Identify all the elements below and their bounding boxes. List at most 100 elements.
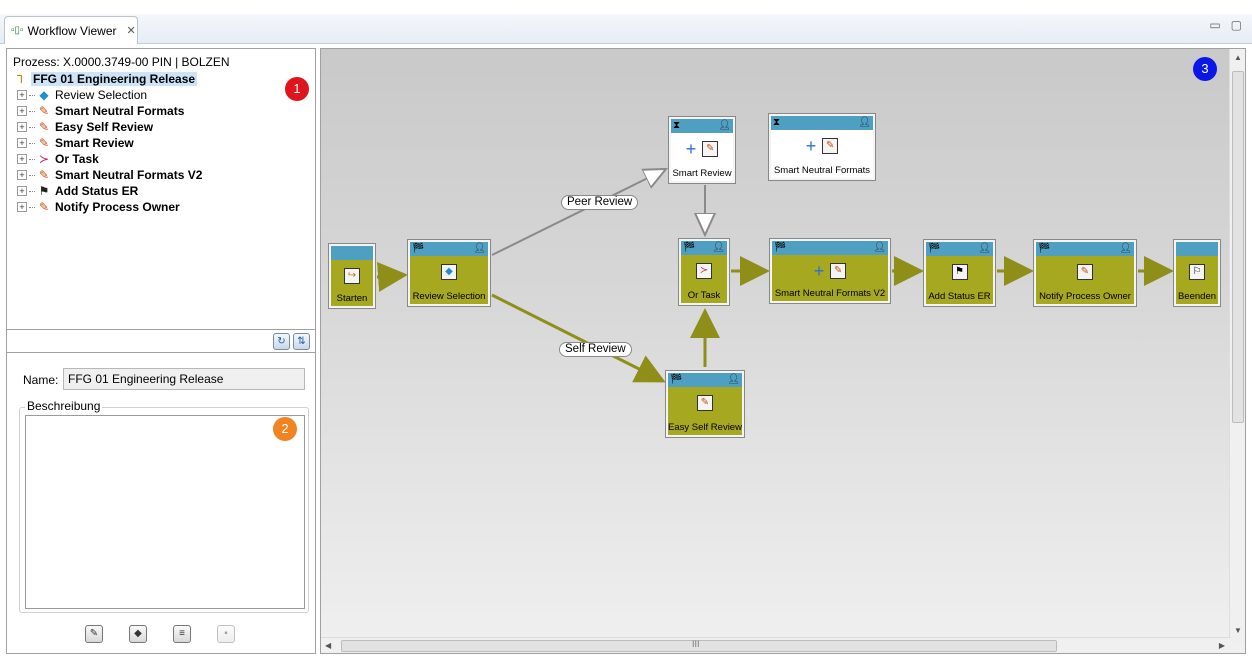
tree-item[interactable]: +≻Or Task <box>13 151 313 167</box>
workflow-canvas[interactable]: Peer Review Self Review ↪ Starten 🏁︎👤︎ ◆… <box>320 48 1246 654</box>
user-icon: 👤︎ <box>978 243 991 254</box>
vertical-scrollbar[interactable]: ▲ ▼ <box>1229 49 1245 639</box>
tree-root[interactable]: ⅂ FFG 01 Engineering Release <box>13 71 313 87</box>
expand-icon[interactable]: + <box>17 154 27 164</box>
name-field[interactable]: FFG 01 Engineering Release <box>63 368 305 390</box>
tree-item[interactable]: +✎Notify Process Owner <box>13 199 313 215</box>
flag-icon: 🏁︎ <box>412 243 425 254</box>
scroll-down-icon[interactable]: ▼ <box>1234 626 1242 635</box>
process-label: Prozess: X.0000.3749-00 PIN | BOLZEN <box>13 55 230 69</box>
comment-icon[interactable]: ▪ <box>217 625 235 643</box>
node-smart-neutral-formats[interactable]: ⧗👤︎ +✎ Smart Neutral Formats <box>769 114 875 180</box>
marker-2: 2 <box>273 417 297 441</box>
diamond-icon: ◆ <box>39 88 49 102</box>
expand-icon[interactable]: + <box>17 106 27 116</box>
node-notify-process-owner[interactable]: 🏁︎👤︎ ✎ Notify Process Owner <box>1034 240 1136 306</box>
tree-connector <box>29 174 35 176</box>
horizontal-scrollbar[interactable]: ◀ III ▶ <box>321 637 1231 653</box>
tab-title: Workflow Viewer <box>27 23 117 38</box>
expand-icon[interactable]: + <box>17 202 27 212</box>
task-icon: ✎ <box>702 141 719 157</box>
flag-icon: 🏁︎ <box>774 242 787 253</box>
tree-connector <box>29 142 35 144</box>
node-add-status-er[interactable]: 🏁︎👤︎ ⚑ Add Status ER <box>924 240 995 306</box>
node-easy-self-review[interactable]: 🏁︎👤︎ ✎ Easy Self Review <box>666 371 744 437</box>
scroll-grip: III <box>692 639 700 649</box>
edit-document-icon[interactable]: ✎ <box>85 625 103 643</box>
task-icon: ✎ <box>38 104 50 118</box>
tree-item[interactable]: + ✎ Smart Neutral Formats <box>13 103 313 119</box>
user-icon: 👤︎ <box>727 374 740 385</box>
task-icon: ✎ <box>38 120 50 134</box>
task-icon: ✎ <box>38 168 50 182</box>
task-icon: ✎ <box>830 263 847 279</box>
tree-item-label: Easy Self Review <box>55 120 154 134</box>
refresh-icon[interactable]: ↻ <box>273 333 290 350</box>
tree-connector <box>29 94 35 96</box>
node-starten[interactable]: ↪ Starten <box>329 244 375 308</box>
tree-connector <box>29 110 35 112</box>
tree-item-label: Or Task <box>55 152 99 166</box>
node-review-selection[interactable]: 🏁︎👤︎ ◆ Review Selection <box>408 240 490 306</box>
plus-icon: + <box>813 261 825 281</box>
workflow-icon: ▫▯▫ <box>11 25 24 36</box>
node-beenden[interactable]: ⚐ Beenden <box>1174 240 1220 306</box>
expand-icon[interactable]: + <box>17 122 27 132</box>
close-icon[interactable]: ✕ <box>126 25 136 37</box>
node-label: Review Selection <box>412 291 486 302</box>
task-icon: ✎ <box>697 395 713 411</box>
tag-icon[interactable]: ◆ <box>129 625 147 643</box>
vertical-scroll-thumb[interactable] <box>1232 71 1244 423</box>
tree-item[interactable]: + ◆ Review Selection <box>13 87 313 103</box>
end-icon: ⚐ <box>1189 264 1205 280</box>
process-tree[interactable]: ⅂ FFG 01 Engineering Release + ◆ Review Se… <box>13 71 313 215</box>
name-label: Name: <box>23 373 59 387</box>
expand-icon[interactable]: + <box>17 90 27 100</box>
workflow-edges <box>376 49 1174 383</box>
node-label: Beenden <box>1177 291 1217 302</box>
node-smart-neutral-formats-v2[interactable]: 🏁︎👤︎ +✎ Smart Neutral Formats V2 <box>770 239 890 303</box>
maximize-icon[interactable]: ▢ <box>1230 18 1242 32</box>
edge-peer-review <box>491 169 666 256</box>
node-label: Add Status ER <box>928 291 991 302</box>
scroll-right-icon[interactable]: ▶ <box>1218 641 1225 650</box>
expand-icon[interactable]: + <box>17 186 27 196</box>
description-group <box>19 407 309 613</box>
flag-icon: ⚑ <box>38 184 50 198</box>
diamond-icon: ◆ <box>441 264 457 280</box>
details-toolbar: ✎ ◆ ≡ ▪ <box>85 625 235 643</box>
scroll-left-icon[interactable]: ◀ <box>325 641 332 650</box>
horizontal-scroll-thumb[interactable]: III <box>341 639 1057 652</box>
import-icon[interactable]: ≡ <box>173 625 191 643</box>
expand-icon[interactable]: + <box>17 170 27 180</box>
task-icon: ✎ <box>38 200 50 214</box>
window-controls: ▭ ▢ <box>1209 18 1242 32</box>
tree-item-label: Smart Neutral Formats <box>55 104 185 118</box>
description-textarea[interactable] <box>25 415 305 609</box>
marker-3: 3 <box>1193 57 1217 81</box>
minimize-icon[interactable]: ▭ <box>1209 18 1221 32</box>
sync-icon[interactable]: ⇅ <box>293 333 310 350</box>
task-icon: ✎ <box>38 136 50 150</box>
task-icon: ✎ <box>1077 264 1093 280</box>
hierarchy-icon: ⅂ <box>16 73 24 86</box>
node-or-task[interactable]: 🏁︎👤︎ ≻ Or Task <box>679 239 729 305</box>
tree-connector <box>29 126 35 128</box>
or-icon: ≻ <box>696 263 712 279</box>
description-label: Beschreibung <box>25 399 103 413</box>
scroll-up-icon[interactable]: ▲ <box>1234 53 1242 62</box>
tree-item-label: Review Selection <box>55 88 148 102</box>
expand-icon[interactable]: + <box>17 138 27 148</box>
flag-icon: 🏁︎ <box>1038 243 1051 254</box>
tree-item[interactable]: +✎Smart Review <box>13 135 313 151</box>
tab-workflow-viewer[interactable]: ▫▯▫ Workflow Viewer ✕ <box>4 16 138 44</box>
tree-item[interactable]: +⚑Add Status ER <box>13 183 313 199</box>
edge-start-review <box>376 261 408 292</box>
node-smart-review[interactable]: ⧗👤︎ +✎ Smart Review <box>669 117 735 183</box>
tree-item[interactable]: + ✎ Easy Self Review <box>13 119 313 135</box>
tab-bar: ▫▯▫ Workflow Viewer ✕ ▭ ▢ <box>0 14 1252 44</box>
tree-item[interactable]: +✎Smart Neutral Formats V2 <box>13 167 313 183</box>
marker-1: 1 <box>285 77 309 101</box>
edge-self-review <box>491 293 666 383</box>
